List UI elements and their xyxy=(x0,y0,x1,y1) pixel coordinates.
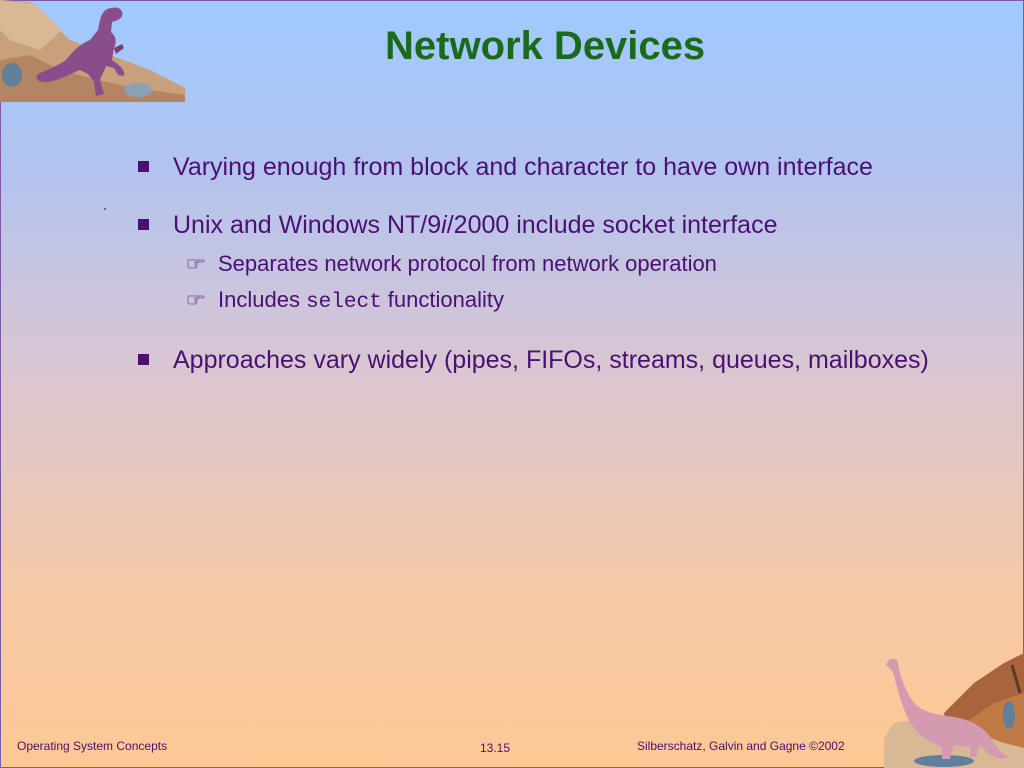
bullet-item: Approaches vary widely (pipes, FIFOs, st… xyxy=(138,343,938,377)
sub-item: Includes select functionality xyxy=(138,282,938,321)
sub-item-text: Separates network protocol from network … xyxy=(218,251,717,276)
footer-course-title: Operating System Concepts xyxy=(17,739,168,753)
dinosaur-on-rock-icon xyxy=(0,0,185,102)
pointing-hand-icon xyxy=(187,295,205,305)
bullet-text: Varying enough from block and character … xyxy=(173,153,873,181)
square-bullet-icon xyxy=(138,161,149,172)
code-select: select xyxy=(306,291,382,314)
bullet-text-after: /2000 include socket interface xyxy=(446,211,778,239)
bullet-text-before: Unix and Windows NT/9 xyxy=(173,211,442,239)
square-bullet-icon xyxy=(138,219,149,230)
slide-body: Varying enough from block and character … xyxy=(138,150,938,401)
bullet-text-italic: i xyxy=(441,211,447,239)
pointing-hand-icon xyxy=(187,259,205,269)
bullet-item: Unix and Windows NT/9i/2000 include sock… xyxy=(138,208,938,242)
square-bullet-icon xyxy=(138,354,149,365)
sub-list: Separates network protocol from network … xyxy=(138,246,938,321)
sub-item: Separates network protocol from network … xyxy=(138,246,938,282)
sub-item-text: Includes select functionality xyxy=(218,287,504,314)
footer-page-number: 13.15 xyxy=(480,741,511,755)
brontosaurus-icon xyxy=(884,653,1024,768)
footer-copyright: Silberschatz, Galvin and Gagne ©2002 xyxy=(637,739,845,753)
bullet-item: Varying enough from block and character … xyxy=(138,150,938,184)
sub-item-text-before: Includes xyxy=(218,287,307,312)
slide-title: Network Devices xyxy=(385,24,706,68)
sub-item-text-after: functionality xyxy=(381,287,504,312)
bullet-text: Approaches vary widely (pipes, FIFOs, st… xyxy=(173,346,929,374)
stray-dot xyxy=(104,208,106,210)
